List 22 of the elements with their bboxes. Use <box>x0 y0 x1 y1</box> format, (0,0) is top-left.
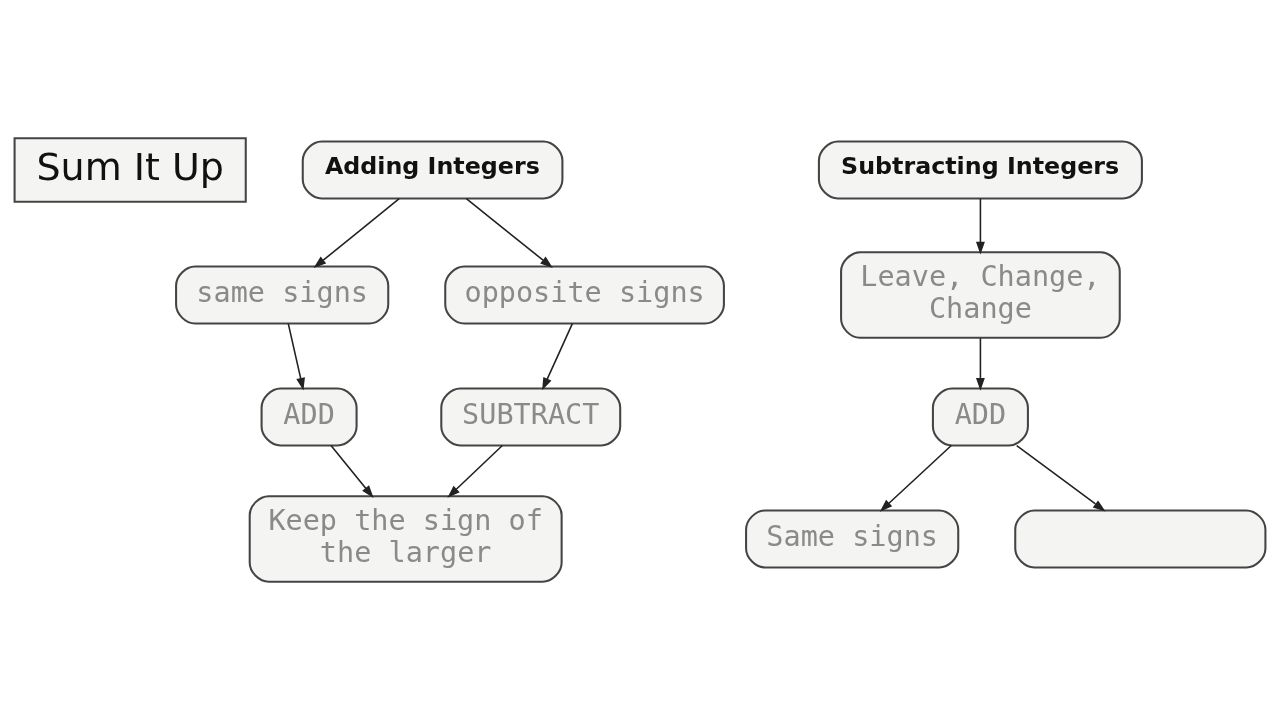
node-box: Keep the sign of the larger <box>248 495 563 583</box>
node-box: ADD <box>260 387 358 447</box>
arrow <box>447 444 504 498</box>
node-box: Sum It Up <box>13 137 247 203</box>
arrow <box>879 444 953 512</box>
arrow <box>313 197 400 269</box>
node-box: ADD <box>931 387 1029 447</box>
arrow <box>975 337 985 391</box>
node-box: opposite signs <box>444 265 725 325</box>
arrow <box>330 444 374 498</box>
node-box: same signs <box>175 265 390 325</box>
node-box <box>1014 509 1267 569</box>
node-box: SUBTRACT <box>440 387 622 447</box>
node-box: Adding Integers <box>301 140 564 200</box>
arrow <box>542 322 574 391</box>
arrow <box>975 197 985 255</box>
node-box: Subtracting Integers <box>817 140 1143 200</box>
node-box: Leave, Change, Change <box>840 251 1121 339</box>
node-box: Same signs <box>745 509 960 569</box>
arrow <box>465 197 553 268</box>
arrow <box>287 322 305 391</box>
arrow <box>1015 444 1106 512</box>
